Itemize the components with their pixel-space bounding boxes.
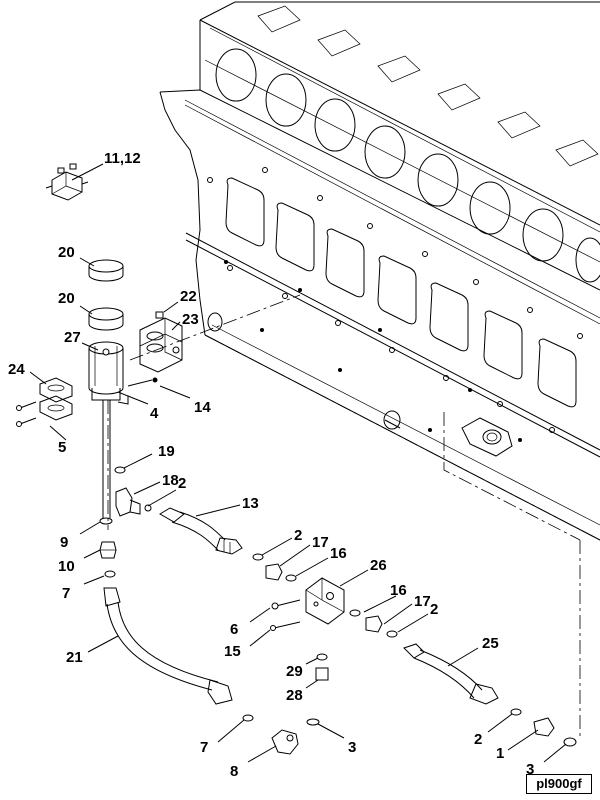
plug-28: [315, 667, 329, 681]
callout-20-lower: 20: [58, 290, 75, 307]
callout-20-upper: 20: [58, 244, 75, 261]
o-ring-7b: [242, 714, 254, 722]
leader-lines: [29, 163, 567, 763]
callout-9: 9: [60, 534, 68, 551]
callout-18: 18: [162, 472, 179, 489]
manifold-block-26: [305, 577, 345, 625]
callout-17-a: 17: [312, 534, 329, 551]
callout-11-12: 11,12: [104, 150, 141, 167]
mounting-bracket-part: [139, 311, 183, 373]
callout-22: 22: [180, 288, 197, 305]
callout-19: 19: [158, 443, 175, 460]
hose-21: [103, 587, 233, 705]
callout-6: 6: [230, 621, 238, 638]
callout-25: 25: [482, 635, 499, 652]
hose-13: [159, 507, 243, 555]
callout-1: 1: [496, 745, 504, 762]
callout-2-c: 2: [430, 601, 438, 618]
callout-7-b: 7: [200, 739, 208, 756]
callout-labels: 11,12 20 20 22 23 27 24 14 4 5 19 18 2 1…: [8, 150, 534, 780]
engine-block: [107, 1, 600, 740]
o-ring-3b: [563, 737, 577, 747]
hose-25: [403, 643, 499, 705]
elbow-fitting-8: [271, 729, 299, 755]
adapter-1: [533, 717, 555, 737]
callout-28: 28: [286, 687, 303, 704]
fitting-17a: [265, 563, 283, 581]
relay-part: [45, 163, 89, 201]
block-bracket: [461, 417, 513, 457]
callout-3-a: 3: [348, 739, 356, 756]
callout-23: 23: [182, 311, 199, 328]
filter-housing-part: [88, 341, 129, 405]
callout-7-a: 7: [62, 585, 70, 602]
o-ring-16b: [349, 609, 361, 617]
adapter-10: [99, 541, 117, 559]
crankcase-doors: [225, 177, 577, 408]
clamp-ring-upper: [88, 259, 124, 282]
o-ring-9: [99, 517, 113, 525]
callout-14: 14: [194, 399, 211, 416]
callout-21: 21: [66, 649, 83, 666]
callout-4: 4: [150, 405, 159, 422]
callout-5: 5: [58, 439, 66, 456]
bolt-6: [271, 599, 301, 610]
callout-24: 24: [8, 361, 25, 378]
callout-16-a: 16: [330, 545, 347, 562]
callout-15: 15: [224, 643, 241, 660]
o-ring-29: [316, 653, 328, 661]
clamp-ring-lower: [88, 307, 124, 331]
fitting-17b: [365, 615, 383, 633]
bolt-15: [270, 621, 301, 631]
elbow-fitting-18: [115, 487, 152, 517]
figure-id-label: pl900gf: [526, 774, 592, 794]
cylinder-bores: [215, 5, 600, 283]
callout-13: 13: [242, 495, 259, 512]
callout-8: 8: [230, 763, 238, 780]
drain-tube: [102, 400, 111, 518]
o-ring-16a: [285, 574, 297, 582]
callout-27: 27: [64, 329, 81, 346]
o-ring-2b: [252, 553, 264, 561]
o-ring-2d: [510, 708, 522, 716]
callout-2-b: 2: [294, 527, 302, 544]
callout-16-b: 16: [390, 582, 407, 599]
o-ring-19: [114, 466, 126, 474]
o-ring-7a: [104, 570, 116, 578]
o-ring-2c: [386, 630, 398, 638]
bolt-14-part: [127, 377, 158, 387]
clamp-24-part: [16, 377, 73, 427]
callout-10: 10: [58, 558, 75, 575]
callout-2-a: 2: [178, 475, 186, 492]
callout-29: 29: [286, 663, 303, 680]
callout-26: 26: [370, 557, 387, 574]
o-ring-3a: [306, 718, 320, 726]
callout-17-b: 17: [414, 593, 431, 610]
callout-3-b: 3: [526, 761, 534, 778]
callout-2-d: 2: [474, 731, 482, 748]
